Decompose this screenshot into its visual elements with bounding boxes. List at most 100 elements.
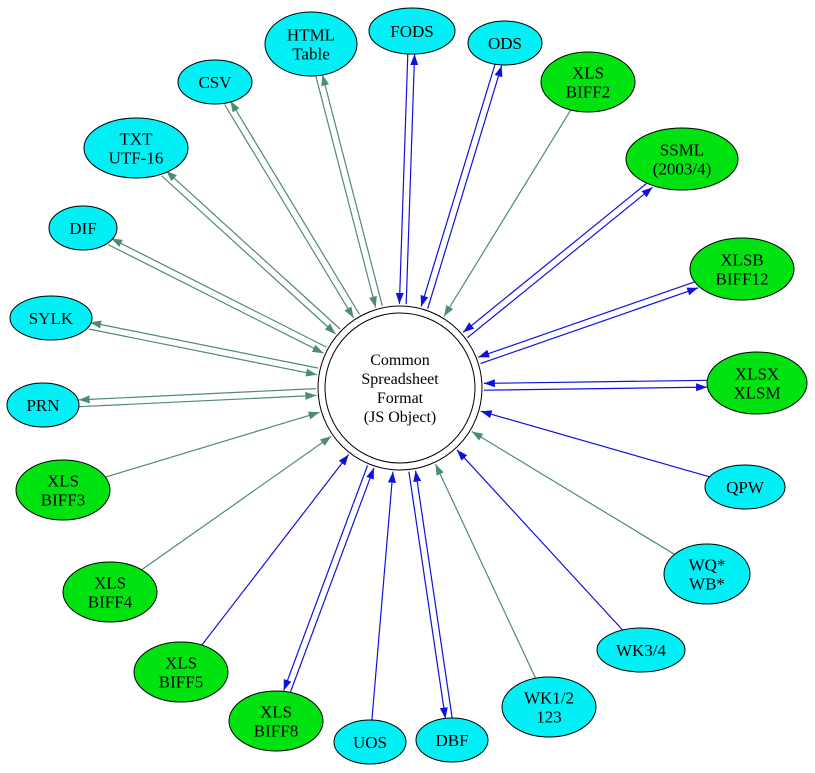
edge-xlsb-biff12 bbox=[478, 280, 699, 365]
node-ellipse-ssml-2003-4 bbox=[625, 127, 739, 191]
node-ellipse-csv bbox=[177, 59, 253, 105]
node-ellipse-wk1-2-123 bbox=[501, 676, 597, 738]
node-label: DIF bbox=[69, 219, 96, 238]
node-label: PRN bbox=[26, 396, 59, 415]
edge-ods bbox=[420, 63, 503, 309]
node-fods: FODS bbox=[368, 7, 456, 55]
node-ellipse-xlsx-xlsm bbox=[706, 351, 808, 415]
edge-read-ods bbox=[420, 63, 496, 307]
edge-read-prn bbox=[79, 391, 317, 408]
node-label: UOS bbox=[353, 733, 387, 752]
edge-xls-biff5 bbox=[201, 454, 350, 646]
node-label: WK3/4 bbox=[616, 641, 667, 660]
node-ellipse-txt-utf16 bbox=[83, 117, 189, 179]
edge-read-xlsb-biff12 bbox=[478, 280, 697, 358]
node-ellipse-fods bbox=[368, 7, 456, 55]
edge-xls-biff2 bbox=[443, 109, 572, 317]
edge-read-xls-biff4 bbox=[141, 435, 332, 571]
edge-xls-biff4 bbox=[141, 435, 332, 571]
edge-layer bbox=[78, 53, 710, 721]
edge-write-ods bbox=[427, 65, 503, 309]
edge-csv bbox=[224, 100, 361, 319]
node-ellipse-wq-wb bbox=[663, 543, 751, 605]
node-ellipse-xls-biff8 bbox=[228, 690, 324, 752]
node-prn: PRN bbox=[6, 382, 80, 428]
edge-write-dif bbox=[111, 237, 327, 348]
edge-qpw bbox=[480, 410, 710, 478]
edge-write-xlsb-biff12 bbox=[480, 287, 699, 365]
node-label: WQ*WB* bbox=[689, 555, 726, 593]
node-ellipse-ods bbox=[467, 20, 543, 66]
edge-read-dbf bbox=[413, 470, 453, 718]
node-ellipse-sylk bbox=[9, 295, 93, 341]
node-ellipse-dif bbox=[48, 205, 118, 251]
edge-read-xls-biff2 bbox=[443, 109, 572, 317]
node-label: SYLK bbox=[29, 309, 74, 328]
edge-ssml-2003-4 bbox=[462, 181, 653, 339]
node-ods: ODS bbox=[467, 20, 543, 66]
edge-prn bbox=[78, 388, 317, 408]
edge-write-ssml-2003-4 bbox=[467, 186, 653, 339]
edge-read-uos bbox=[371, 471, 396, 721]
edge-read-xls-biff8 bbox=[289, 467, 375, 694]
edge-wq-wb bbox=[471, 430, 675, 555]
edge-dif bbox=[108, 237, 327, 354]
edge-read-wq-wb bbox=[471, 430, 675, 555]
edge-read-xlsx-xlsm bbox=[483, 379, 708, 388]
edge-read-csv bbox=[224, 104, 355, 319]
node-label: CSV bbox=[198, 73, 232, 92]
edge-read-sylk bbox=[88, 328, 318, 377]
node-ellipse-xls-biff3 bbox=[15, 459, 111, 521]
edge-xls-biff8 bbox=[283, 465, 375, 694]
edge-write-csv bbox=[229, 100, 361, 315]
node-ellipse-xlsb-biff12 bbox=[689, 237, 795, 301]
node-ellipse-xls-biff5 bbox=[133, 641, 229, 703]
center-inner-circle bbox=[324, 312, 476, 464]
edge-uos bbox=[371, 471, 396, 721]
edge-wk1-2-123 bbox=[434, 463, 537, 679]
edge-read-wk3-4 bbox=[456, 449, 624, 631]
edge-read-xls-biff3 bbox=[105, 411, 320, 478]
edge-read-dif bbox=[108, 244, 324, 354]
node-ellipse-dbf bbox=[415, 717, 489, 763]
node-ellipse-xls-biff4 bbox=[62, 561, 158, 623]
edge-write-prn bbox=[78, 388, 316, 404]
edge-read-qpw bbox=[480, 410, 710, 478]
node-ellipse-html-table bbox=[264, 11, 358, 77]
edge-fods bbox=[395, 53, 419, 305]
edge-write-xlsx-xlsm bbox=[483, 383, 708, 392]
edge-read-fods bbox=[395, 53, 409, 304]
node-label: ODS bbox=[488, 34, 522, 53]
node-dbf: DBF bbox=[415, 717, 489, 763]
node-label: SSML(2003/4) bbox=[653, 140, 712, 178]
node-ssml-2003-4: SSML(2003/4) bbox=[625, 127, 739, 191]
edge-write-fods bbox=[405, 54, 419, 305]
node-wq-wb: WQ*WB* bbox=[663, 543, 751, 605]
node-ellipse-uos bbox=[333, 719, 407, 765]
node-ellipse-wk3-4 bbox=[596, 627, 686, 673]
edge-sylk bbox=[88, 320, 319, 377]
edge-write-xls-biff8 bbox=[283, 465, 369, 691]
edge-write-dbf bbox=[408, 471, 448, 719]
